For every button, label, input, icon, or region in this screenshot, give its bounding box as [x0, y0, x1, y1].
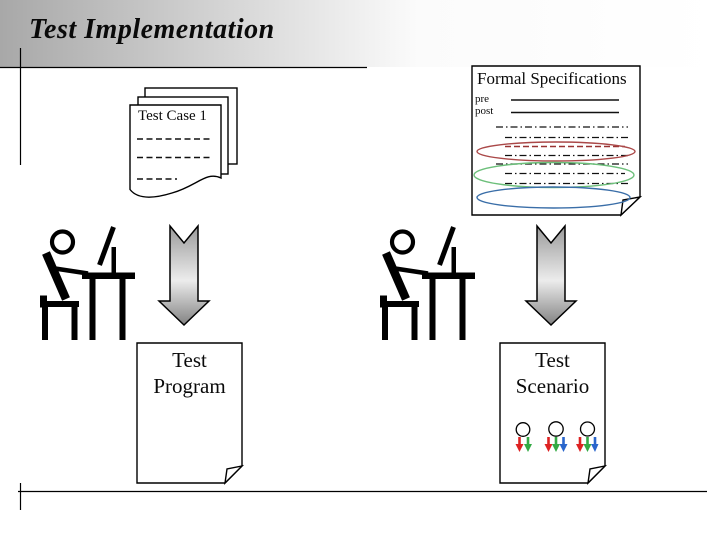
test-scenario-line2: Scenario [515, 374, 590, 398]
slide-title: Test Implementation [29, 14, 275, 45]
mini-down-arrow-blue [591, 437, 599, 452]
annotation-ellipse-red [476, 141, 636, 162]
mini-down-arrow-green [583, 437, 592, 452]
test-scenario-document [499, 342, 608, 485]
person-at-computer-icon [380, 227, 475, 340]
scenario-step-icon [515, 422, 532, 452]
mini-down-arrow-green [524, 437, 532, 452]
page-fold-icon [224, 464, 245, 485]
mini-down-arrow-red [515, 437, 524, 452]
page-fold-icon [587, 464, 608, 485]
formal-spec-title: Formal Specifications [477, 69, 627, 88]
pre-label: pre [475, 93, 490, 105]
test-program-line1: Test [172, 348, 207, 372]
scenario-step-icon [544, 421, 568, 452]
mini-down-arrow-blue [559, 437, 568, 452]
down-arrow-icon [525, 225, 577, 326]
title-band [0, 0, 720, 67]
test-case-label: Test Case 1 [138, 108, 207, 124]
mini-down-arrow-red [576, 437, 584, 452]
scenario-step-icon [576, 421, 599, 452]
test-program-document [136, 342, 245, 485]
annotation-ellipse-blue [476, 186, 631, 209]
test-program-line2: Program [153, 374, 226, 398]
formal-spec-document [471, 65, 643, 217]
post-label: post [475, 105, 494, 117]
down-arrow-icon [158, 225, 210, 326]
test-case-document-stack-icon [129, 87, 238, 198]
test-program-label: Test Program [137, 347, 242, 399]
mini-down-arrow-green [552, 437, 560, 452]
test-scenario-line1: Test [535, 348, 570, 372]
person-at-computer-icon [40, 227, 135, 340]
mini-down-arrow-red [544, 437, 553, 452]
test-scenario-label: Test Scenario [500, 347, 605, 399]
page-fold-icon [620, 195, 643, 217]
